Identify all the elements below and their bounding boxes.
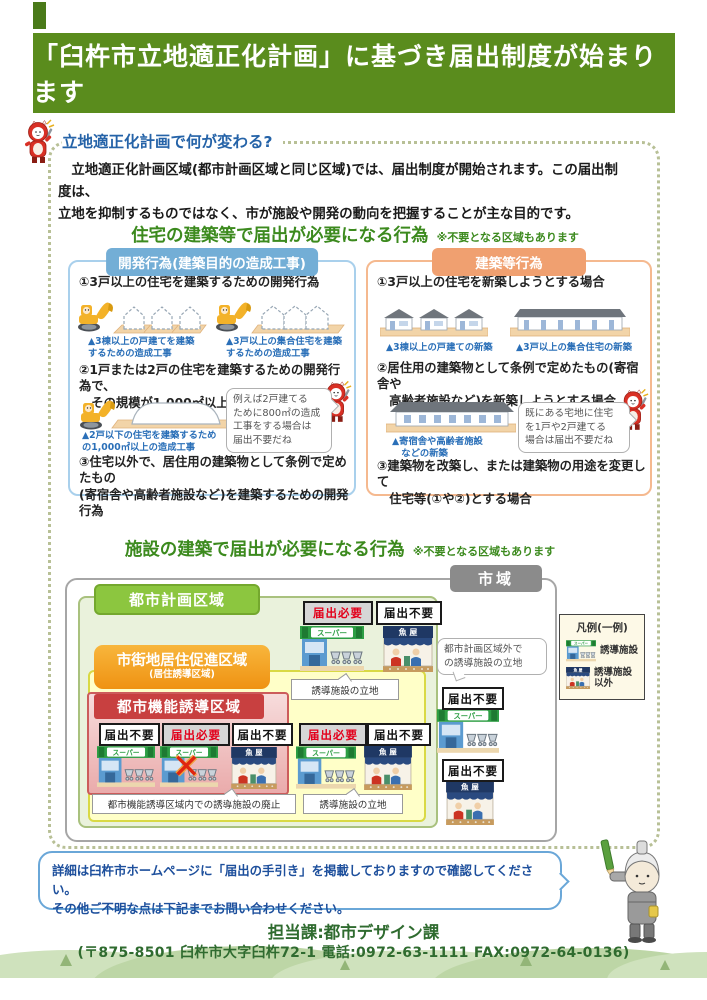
speech-bubble-outside: 都市計画区域外で の誘導施設の立地 bbox=[437, 638, 547, 676]
housing-section-heading: 住宅の建築等で届出が必要になる行為 bbox=[131, 226, 429, 246]
dotted-frame bbox=[48, 141, 660, 849]
dashed-houses-icon bbox=[110, 296, 208, 338]
solid-houses-icon bbox=[380, 300, 488, 342]
intro-heading: 立地適正化計画で何が変わる? bbox=[62, 128, 283, 154]
dev-item-3: ③住宅以外で、居住用の建築物として条例で定めたもの (寄宿舎や高齢者施設など)を… bbox=[79, 455, 349, 519]
cross-mark-icon: ✕ bbox=[172, 747, 201, 787]
footer-address: (〒875-8501 臼杵市大字臼杵72-1 電話:0972-63-1111 F… bbox=[77, 945, 630, 961]
caption-location: 誘導施設の立地 bbox=[291, 679, 399, 700]
dev-item-1: ①3戸以上の住宅を建築するための開発行為 bbox=[79, 275, 320, 289]
legend-title: 凡例(一例) bbox=[576, 622, 628, 634]
facility-section-note: ※不要となる区域もあります bbox=[412, 545, 556, 558]
fish-shop-icon bbox=[445, 780, 495, 829]
speech-bubble: 例えば2戸建てる ために800㎡の造成 工事をする場合は 届出不要だね bbox=[226, 388, 332, 453]
bld-item-3: ③建築物を改築し、または建築物の用途を変更して 住宅等(①や②)とする場合 bbox=[377, 459, 646, 506]
intro-body-line2: 立地を抑制するものではなく、市が施設や開発の動向を把握することが主な目的です。 bbox=[58, 207, 579, 223]
super-store-icon bbox=[295, 745, 357, 794]
residence-zone-label: 市街地居住促進区域 (居住誘導区域) bbox=[94, 645, 270, 689]
super-store-icon bbox=[436, 708, 500, 758]
excavator-icon bbox=[76, 298, 114, 336]
notification-required-badge: 届出必要 bbox=[162, 723, 230, 746]
legend-item: 誘導施設 以外 bbox=[566, 667, 638, 690]
fish-shop-icon bbox=[566, 667, 590, 690]
notification-not-required-badge: 届出不要 bbox=[99, 723, 160, 746]
top-banner: 「臼杵市立地適正化計画」に基づき届出制度が始まります bbox=[33, 33, 675, 113]
speech-bubble: 既にある宅地に住宅 を1戸や2戸建てる 場合は届出不要だね bbox=[518, 402, 630, 454]
super-store-icon bbox=[566, 640, 596, 662]
caption-location: 誘導施設の立地 bbox=[303, 794, 403, 814]
notification-not-required-badge: 届出不要 bbox=[442, 759, 504, 782]
residence-zone-label-main: 市街地居住促進区域 bbox=[116, 652, 248, 669]
super-store-icon bbox=[96, 745, 156, 792]
dashed-rowhouse-icon bbox=[250, 296, 346, 338]
legend-item-label: 誘導施設 bbox=[600, 645, 639, 657]
illustration-caption: ▲3戸以上の集合住宅の新築 bbox=[516, 342, 632, 353]
notification-not-required-badge: 届出不要 bbox=[232, 723, 293, 746]
notification-not-required-badge: 届出不要 bbox=[442, 687, 504, 710]
usuki-mascot-icon bbox=[22, 119, 60, 171]
super-store-icon bbox=[299, 625, 365, 676]
notice-line2: その他ご不明な点は下記までお問い合わせください。 bbox=[52, 901, 350, 917]
city-area-tab: 市域 bbox=[450, 565, 542, 592]
notification-required-badge: 届出必要 bbox=[303, 601, 373, 625]
notification-required-badge: 届出必要 bbox=[299, 723, 367, 746]
urban-function-zone-label: 都市機能誘導区域 bbox=[94, 694, 264, 719]
housing-section-note: ※不要となる区域もあります bbox=[436, 231, 579, 244]
notification-not-required-badge: 届出不要 bbox=[376, 601, 442, 625]
dormitory-icon bbox=[385, 392, 517, 438]
fish-shop-icon bbox=[382, 625, 434, 676]
housing-section-heading-row: 住宅の建築等で届出が必要になる行為 ※不要となる区域もあります bbox=[60, 222, 650, 247]
fish-shop-icon bbox=[363, 745, 413, 794]
notification-not-required-badge: 届出不要 bbox=[367, 723, 431, 746]
notice-box: 詳細は臼杵市ホームページに「届出の手引き」を掲載しておりますので確認してください… bbox=[38, 851, 562, 916]
illustration-caption: ▲3戸以上の集合住宅を建築 するための造成工事 bbox=[226, 336, 342, 360]
bld-item-1: ①3戸以上の住宅を新築しようとする場合 bbox=[377, 275, 605, 289]
illustration-caption: ▲寄宿舎や高齢者施設 などの新築 bbox=[392, 436, 483, 460]
banner-title: 「臼杵市立地適正化計画」に基づき届出制度が始まります bbox=[33, 42, 658, 107]
building-box-title: 建築等行為 bbox=[432, 248, 586, 276]
excavator-icon bbox=[214, 298, 252, 336]
corner-mark bbox=[33, 2, 46, 29]
illustration-caption: ▲3棟以上の戸建てを建築 するための造成工事 bbox=[88, 336, 195, 360]
fish-shop-icon bbox=[230, 746, 278, 793]
footer-department: 担当課:都市デザイン課 bbox=[267, 923, 440, 942]
facility-section-heading: 施設の建築で届出が必要になる行為 bbox=[124, 540, 405, 560]
solid-rowhouse-icon bbox=[509, 300, 631, 342]
notice-line1: 詳細は臼杵市ホームページに「届出の手引き」を掲載しておりますので確認してください… bbox=[52, 863, 534, 898]
illustration-caption: ▲2戸以下の住宅を建築するため の1,000㎡以上の造成工事 bbox=[82, 430, 217, 454]
legend-box: 凡例(一例) 誘導施設 誘導施設 以外 bbox=[559, 614, 645, 700]
building-box: 建築等行為 ①3戸以上の住宅を新築しようとする場合 ▲3棟以上の戸建ての新築 ▲… bbox=[366, 248, 652, 506]
development-box-title: 開発行為(建築目的の造成工事) bbox=[106, 248, 318, 276]
legend-item: 誘導施設 bbox=[566, 640, 638, 662]
illustration-caption: ▲3棟以上の戸建ての新築 bbox=[386, 342, 493, 353]
mound-icon bbox=[110, 396, 240, 434]
facility-section-heading-row: 施設の建築で届出が必要になる行為 ※不要となる区域もあります bbox=[40, 536, 640, 561]
development-box: 開発行為(建築目的の造成工事) ①3戸以上の住宅を建築するための開発行為 ▲3棟… bbox=[68, 248, 356, 518]
legend-item-label: 誘導施設 以外 bbox=[594, 667, 633, 690]
intro-body: 立地適正化計画区域(都市計画区域と同じ区域)では、届出制度が開始されます。この届… bbox=[58, 160, 630, 226]
residence-zone-label-sub: (居住誘導区域) bbox=[149, 668, 215, 680]
intro-body-line1: 立地適正化計画区域(都市計画区域と同じ区域)では、届出制度が開始されます。この届… bbox=[58, 163, 618, 201]
city-planning-zone-label: 都市計画区域 bbox=[94, 584, 260, 615]
hills-decoration bbox=[0, 916, 707, 978]
caption-abolition: 都市機能誘導区域内での誘導施設の廃止 bbox=[92, 794, 296, 814]
